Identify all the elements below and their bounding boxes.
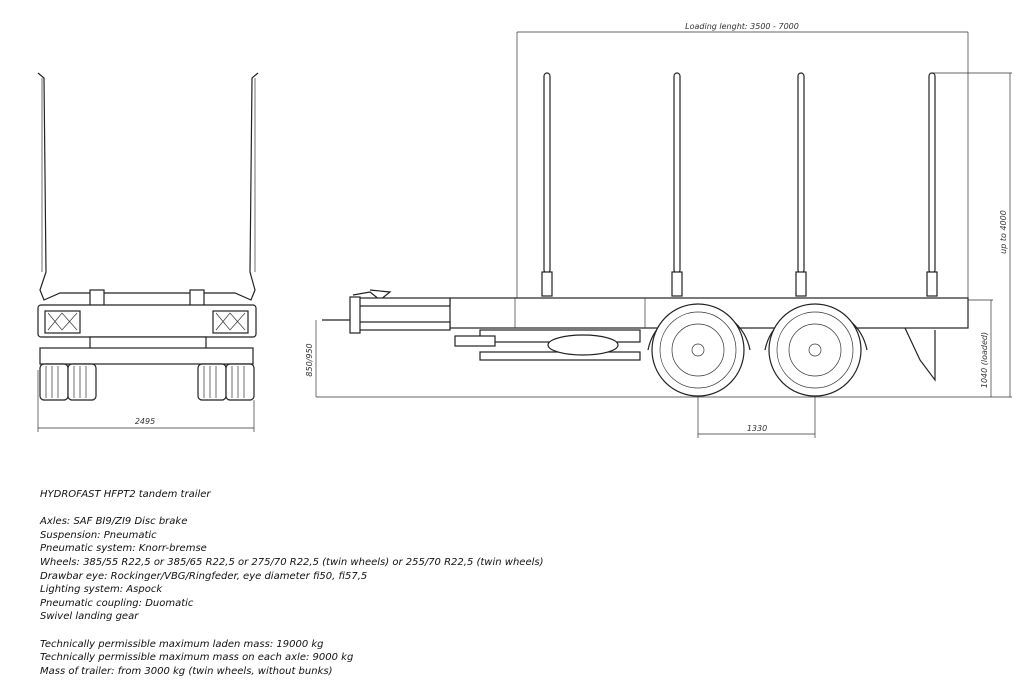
mass-line: Technically permissible maximum mass on … (40, 652, 354, 664)
spec-line: Pneumatic coupling: Duomatic (40, 597, 194, 609)
rear-wheels (39, 363, 255, 401)
bunk-clamp-right (189, 289, 205, 307)
height-dimension: up to 4000 (999, 210, 1008, 254)
wheel-rear (764, 303, 868, 397)
rear-bumper (39, 347, 254, 365)
loading-length-dimension: Loading lenght: 3500 - 7000 (685, 22, 799, 31)
side-view (315, 31, 1012, 438)
spec-line: Swivel landing gear (40, 611, 139, 623)
spec-line: Pneumatic system: Knorr-bremse (40, 543, 207, 555)
frame-height-dimension: 1040 (loaded) (980, 332, 989, 388)
mass-line: Mass of trailer: from 3000 kg (twin whee… (40, 665, 333, 677)
bunk-clamp-left (89, 289, 105, 307)
width-dimension: 2495 (135, 417, 155, 426)
mass-line: Technically permissible maximum laden ma… (40, 638, 324, 650)
spec-line: Drawbar eye: Rockinger/VBG/Ringfeder, ey… (40, 570, 368, 582)
drawbar-height-dimension: 850/950 (305, 343, 314, 376)
rear-stakes (37, 72, 259, 301)
spec-line: Lighting system: Aspock (40, 584, 163, 596)
spec-line: Wheels: 385/55 R22,5 or 385/65 R22,5 or … (40, 556, 544, 568)
spec-line: Axles: SAF BI9/ZI9 Disc brake (40, 516, 188, 528)
spec-line: Suspension: Pneumatic (40, 529, 157, 541)
wheel-front (647, 303, 751, 397)
axle-spacing-dimension: 1330 (747, 424, 767, 433)
side-stakes (541, 72, 938, 297)
rear-lamp-left (44, 310, 81, 334)
spec-sheet: HYDROFAST HFPT2 tandem trailer Axles: SA… (40, 488, 544, 678)
rear-lamp-right (212, 310, 249, 334)
drawbar (322, 289, 451, 334)
rear-view (37, 72, 259, 432)
spec-title: HYDROFAST HFPT2 tandem trailer (40, 489, 211, 500)
